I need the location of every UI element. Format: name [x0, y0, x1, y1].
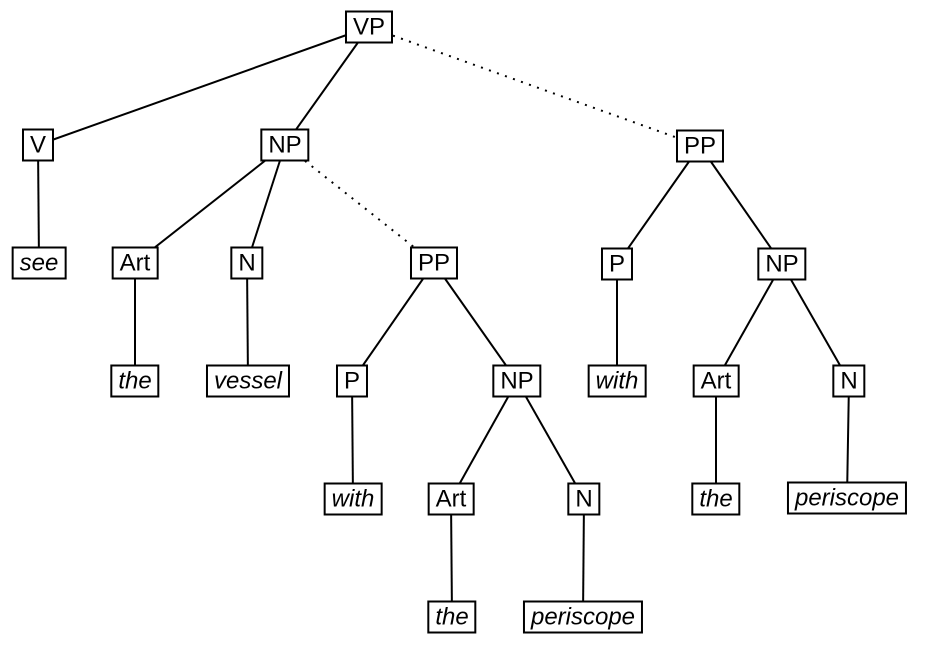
tree-node-the3: the — [691, 482, 741, 516]
tree-edge-np3-art3 — [715, 263, 783, 382]
tree-edge-pp2-np3 — [699, 145, 783, 265]
tree-node-periscope1: periscope — [522, 600, 644, 634]
tree-node-pp1: PP — [409, 246, 459, 280]
tree-node-periscope2: periscope — [786, 481, 908, 515]
tree-edge-art2-the2 — [450, 498, 453, 618]
tree-node-n3: N — [832, 364, 866, 398]
tree-node-v: V — [21, 128, 55, 162]
tree-edge-np2-art2 — [450, 380, 518, 500]
tree-edge-pp1-p1 — [351, 262, 435, 382]
tree-edge-np2-n2 — [516, 380, 585, 500]
tree-edge-vp-np1 — [284, 26, 370, 146]
tree-node-np2: NP — [492, 364, 542, 398]
tree-edge-p1-with1 — [351, 380, 354, 500]
tree-edge-np1-pp1-dotted — [284, 144, 435, 264]
tree-edge-n3-periscope2 — [846, 380, 850, 499]
tree-node-p1: P — [335, 364, 369, 398]
tree-node-with1: with — [323, 482, 383, 516]
tree-edge-n2-periscope1 — [582, 498, 585, 618]
tree-node-pp2: PP — [675, 129, 725, 163]
tree-edge-np1-n1 — [246, 144, 286, 264]
tree-node-np1: NP — [260, 128, 310, 162]
tree-node-with2: with — [587, 364, 647, 398]
tree-node-n1: N — [230, 246, 264, 280]
tree-edge-pp1-np2 — [433, 262, 518, 382]
tree-node-art2: Art — [427, 482, 475, 516]
tree-edge-pp2-p2 — [616, 145, 701, 265]
tree-node-art1: Art — [111, 246, 159, 280]
tree-node-vessel: vessel — [205, 364, 291, 398]
tree-node-n2: N — [567, 482, 601, 516]
tree-node-np3: NP — [757, 247, 807, 281]
tree-edge-np3-n3 — [781, 263, 850, 382]
tree-edge-vp-v — [37, 26, 370, 146]
tree-node-the2: the — [427, 600, 477, 634]
tree-edge-v-see — [37, 144, 40, 264]
tree-node-the1: the — [110, 364, 160, 398]
tree-edge-n1-vessel — [246, 262, 249, 382]
tree-node-p2: P — [600, 247, 634, 281]
tree-node-art3: Art — [692, 364, 740, 398]
tree-node-vp: VP — [344, 10, 394, 44]
tree-node-see: see — [11, 246, 67, 280]
tree-edge-np1-art1 — [134, 144, 286, 264]
